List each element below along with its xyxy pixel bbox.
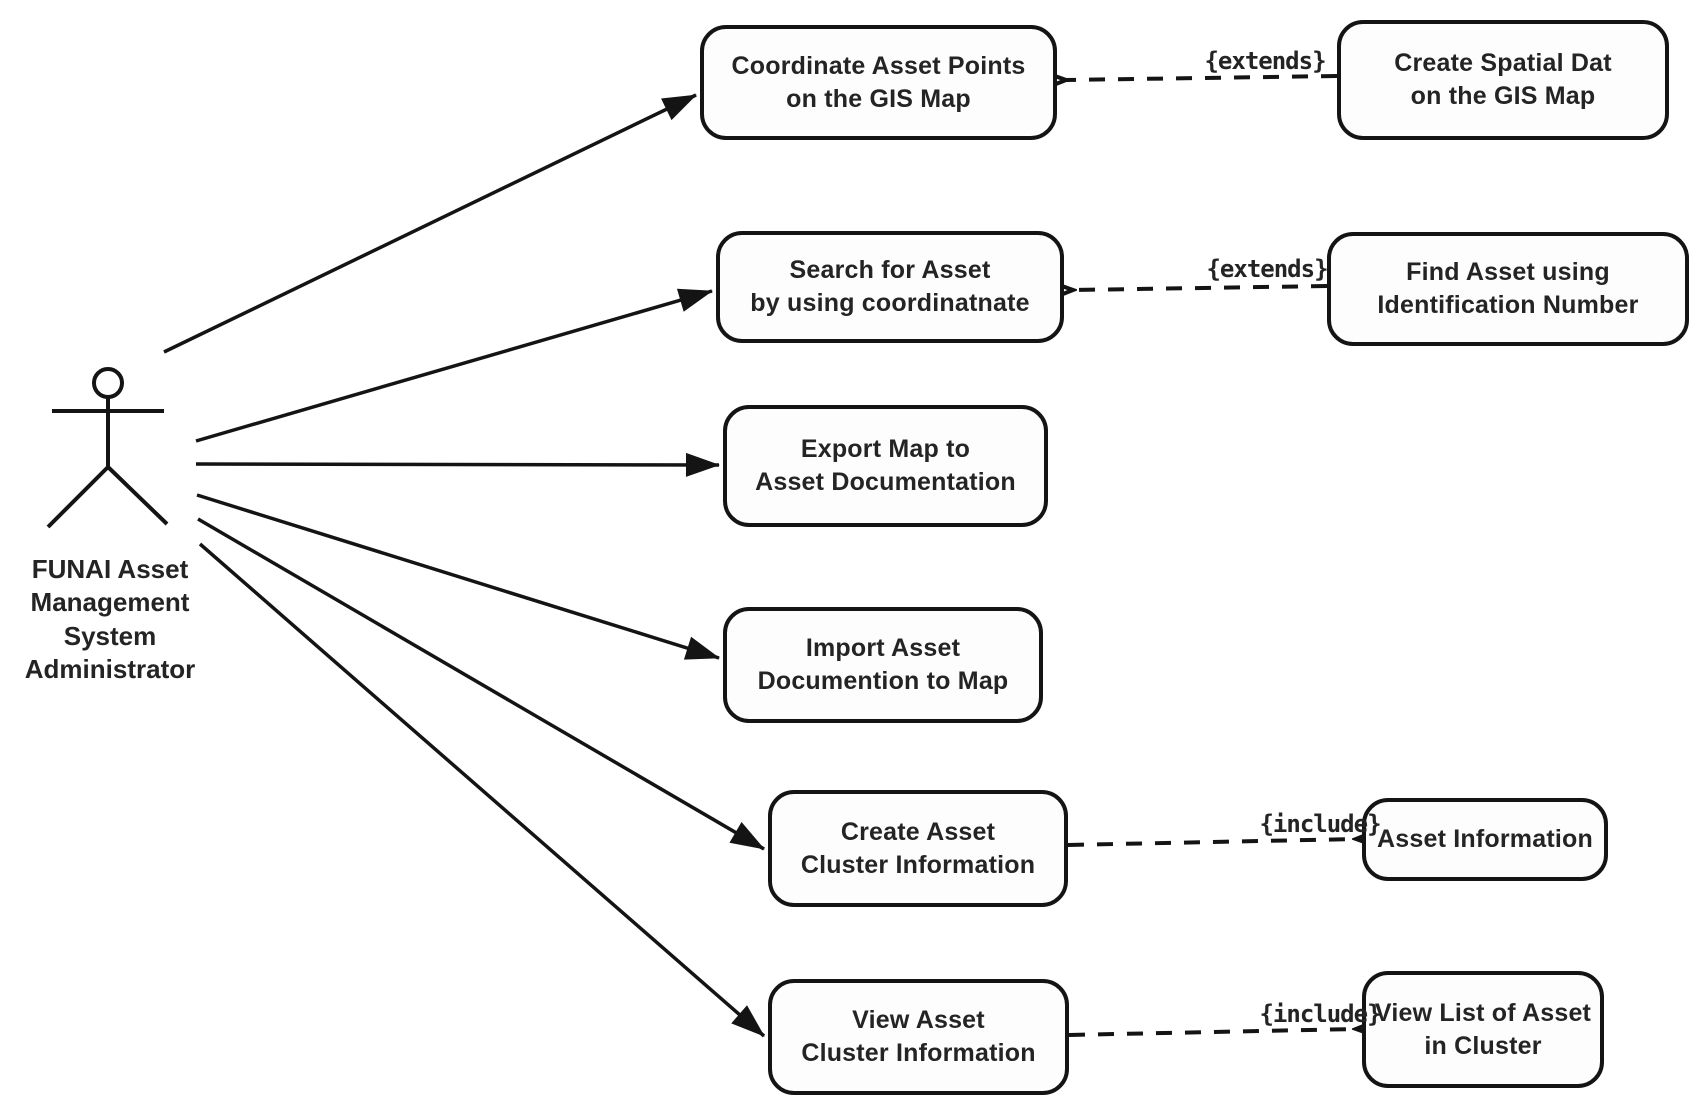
usecase-create-spatial-dat: Create Spatial Dat on the GIS Map bbox=[1337, 20, 1669, 140]
actor-head bbox=[92, 367, 124, 399]
dependency-arrows bbox=[1066, 76, 1356, 1035]
association-line-3 bbox=[195, 452, 720, 477]
association-line-5 bbox=[197, 517, 765, 851]
association-line-1 bbox=[163, 93, 697, 354]
usecase-asset-information: Asset Information bbox=[1362, 798, 1608, 881]
association-line-2 bbox=[195, 288, 713, 443]
actor-leg-left bbox=[46, 465, 110, 529]
extends-arrow-1 bbox=[1066, 76, 1338, 80]
actor-name: FUNAI Asset Management System Administra… bbox=[24, 554, 196, 684]
usecase-search-for-asset: Search for Asset by using coordinatnate bbox=[716, 231, 1064, 343]
extends-label-1: {extends} bbox=[1204, 47, 1326, 75]
usecase-create-asset-cluster: Create Asset Cluster Information bbox=[768, 790, 1068, 907]
extends-arrow-2 bbox=[1073, 286, 1328, 290]
usecase-view-list-of-asset: View List of Asset in Cluster bbox=[1362, 971, 1604, 1088]
extends-label-2: {extends} bbox=[1206, 255, 1328, 283]
include-arrow-1 bbox=[1067, 839, 1356, 845]
actor-figure bbox=[46, 367, 169, 529]
association-arrows bbox=[163, 93, 766, 1038]
usecase-view-asset-cluster: View Asset Cluster Information bbox=[768, 979, 1069, 1095]
association-line-4 bbox=[196, 493, 720, 660]
usecase-import-asset-documention: Import Asset Documention to Map bbox=[723, 607, 1043, 723]
usecase-export-map: Export Map to Asset Documentation bbox=[723, 405, 1048, 527]
include-label-1: {include} bbox=[1259, 810, 1381, 838]
include-arrow-2 bbox=[1068, 1029, 1356, 1035]
association-line-6 bbox=[198, 542, 766, 1038]
actor-leg-right bbox=[106, 465, 169, 526]
usecase-coordinate-asset-points: Coordinate Asset Points on the GIS Map bbox=[700, 25, 1057, 140]
usecase-find-asset: Find Asset using Identification Number bbox=[1327, 232, 1689, 346]
include-label-2: {include} bbox=[1259, 1000, 1381, 1028]
